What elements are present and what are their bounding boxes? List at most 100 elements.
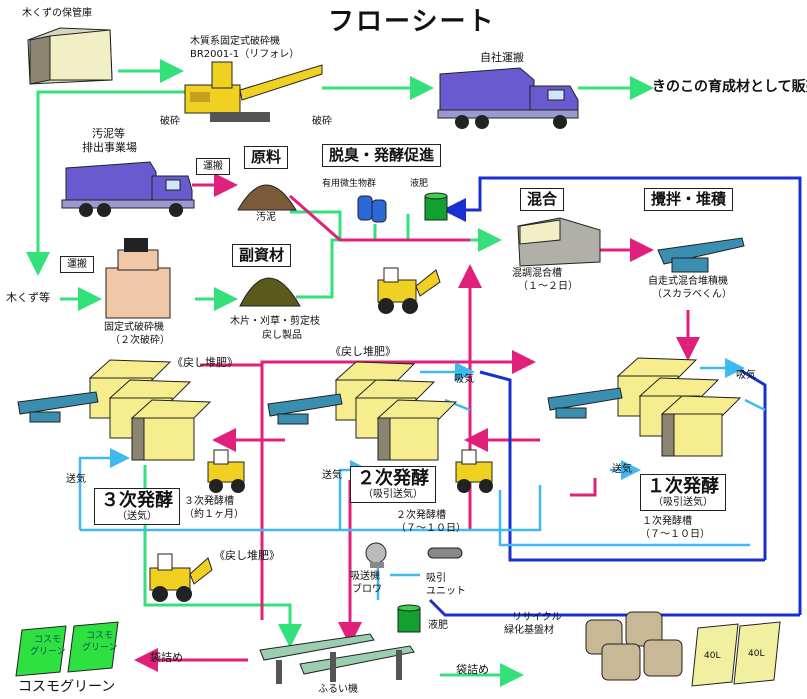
suction-label-2: ユニット bbox=[426, 586, 466, 597]
recycle-sacks bbox=[585, 611, 683, 681]
sludge-source-label-2: 排出事業場 bbox=[82, 141, 137, 154]
recycle-label-2: 緑化基盤材 bbox=[504, 625, 554, 636]
crusher-code-label: BR2001-1（リフォレ） bbox=[190, 49, 300, 60]
air-feed-label-2: 送気 bbox=[322, 470, 342, 481]
sludge-label: 汚泥 bbox=[256, 212, 276, 223]
ferm2-tank-label-1: ２次発酵槽 bbox=[396, 510, 446, 521]
wood-chips-label: 木くず等 bbox=[6, 291, 50, 304]
ferm3-sub-label: （送気） bbox=[117, 510, 157, 522]
mix-tank-label-2: （１～２日） bbox=[518, 281, 578, 292]
microbes-label: 有用微生物群 bbox=[322, 179, 377, 189]
return-compost-label-1: 《戻し堆肥》 bbox=[172, 356, 238, 369]
fermentation-tanks-2 bbox=[334, 361, 458, 461]
wheel-loader-center bbox=[377, 267, 441, 314]
sack-label-b: 40L bbox=[748, 649, 765, 659]
bag-text-d: グリーン bbox=[82, 643, 118, 653]
blower-label-1: 吸送機 bbox=[350, 571, 380, 582]
sludge-source-label-1: 汚泥等 bbox=[92, 127, 125, 140]
dump-truck-left bbox=[61, 161, 195, 217]
blower bbox=[365, 542, 387, 568]
self-mixer-label-2: （スカラベくん） bbox=[652, 289, 732, 300]
ferm2-label: ２次発酵 bbox=[357, 468, 429, 489]
liquid-fert-label-2: 液肥 bbox=[428, 620, 448, 631]
self-propelled-mixer bbox=[657, 237, 745, 273]
fixed-crusher-left bbox=[105, 238, 171, 319]
mushroom-sale-label: きのこの育成材として販売 bbox=[652, 79, 807, 95]
wood-storage-label: 木くずの保管庫 bbox=[22, 8, 92, 19]
sub-material-desc-label-2: 戻し製品 bbox=[262, 330, 302, 341]
sub-material-label: 副資材 bbox=[232, 244, 292, 267]
liquid-fertilizer-tank-2 bbox=[397, 604, 421, 633]
fixed-crusher-label-1: 固定式破砕機 bbox=[104, 322, 164, 333]
ferm2-tank-label-2: （７～１０日） bbox=[396, 523, 466, 534]
tank-conveyors bbox=[17, 387, 623, 425]
mixing-label: 混合 bbox=[520, 188, 565, 211]
page-title: フローシート bbox=[328, 7, 496, 37]
ferm1-label: １次発酵 bbox=[647, 476, 719, 497]
liquid-fertilizer-tank bbox=[424, 192, 448, 221]
mix-tank-label-1: 混調混合槽 bbox=[512, 268, 562, 279]
ferm1-tank-label-1: １次発酵槽 bbox=[642, 516, 692, 527]
cosmo-green-bags bbox=[15, 621, 119, 677]
intake-label-2: 吸気 bbox=[736, 370, 756, 381]
sub-material-desc-label-1: 木片・刈草・剪定枝 bbox=[230, 316, 320, 327]
suction-unit bbox=[427, 547, 463, 559]
green-flow-lines bbox=[26, 59, 654, 687]
ferm2-sub-label: （吸引送気） bbox=[363, 488, 423, 500]
crush-label-a: 破砕 bbox=[160, 116, 180, 127]
crusher-model-label: 木質系固定式破砕機 bbox=[190, 36, 280, 47]
fixed-crusher-label-2: （２次破砕） bbox=[110, 335, 170, 346]
ferm3-tank-label-1: ３次発酵槽 bbox=[184, 496, 234, 507]
ferm3-box: ３次発酵 （送気） bbox=[94, 488, 180, 525]
return-compost-label-3: 《戻し堆肥》 bbox=[214, 549, 280, 562]
bag-text-c: コスモ bbox=[86, 631, 114, 641]
fermentation-tanks-1 bbox=[616, 357, 742, 457]
crush-label-b: 破砕 bbox=[312, 116, 332, 127]
sludge-pile bbox=[237, 184, 297, 211]
bag-text-b: グリーン bbox=[30, 647, 66, 657]
fermentation-tanks-3 bbox=[88, 359, 212, 461]
sack-label-a: 40L bbox=[704, 651, 721, 661]
wheel-loader-tank3 bbox=[207, 449, 245, 493]
ferm1-box: １次発酵 （吸引送気） bbox=[640, 474, 726, 511]
ferm3-tank-label-2: （約１ヶ月） bbox=[184, 509, 244, 520]
light-blue-flow-lines bbox=[78, 358, 766, 600]
crusher-machine-top bbox=[184, 61, 323, 122]
sieve-machine bbox=[259, 633, 415, 684]
mixing-hopper bbox=[517, 217, 601, 267]
40l-bags bbox=[691, 621, 781, 687]
own-transport-label: 自社運搬 bbox=[480, 51, 524, 64]
ferm3-label: ３次発酵 bbox=[101, 490, 173, 511]
recycle-label-1: リサイクル bbox=[512, 612, 562, 623]
raw-material-label: 原料 bbox=[244, 146, 289, 169]
ferm1-sub-label: （吸引送気） bbox=[653, 496, 713, 508]
intake-label-1: 吸気 bbox=[454, 374, 474, 385]
sieve-label: ふるい機 bbox=[318, 684, 358, 695]
blower-label-2: ブロワ bbox=[352, 584, 382, 595]
ferm2-box: ２次発酵 （吸引送気） bbox=[350, 466, 436, 503]
liquid-fert-label: 液肥 bbox=[410, 179, 429, 189]
blue-flow-lines bbox=[428, 176, 802, 617]
air-feed-label-1: 送気 bbox=[66, 474, 86, 485]
bagging-label-1: 袋詰め bbox=[150, 651, 183, 664]
dump-truck-top bbox=[437, 67, 579, 129]
bagging-label-2: 袋詰め bbox=[456, 663, 489, 676]
microbe-tanks bbox=[357, 195, 387, 223]
stirring-label: 攪拌・堆積 bbox=[644, 188, 734, 211]
transport-label-1: 運搬 bbox=[196, 158, 230, 175]
suction-label-1: 吸引 bbox=[426, 573, 446, 584]
cosmo-green-label: コスモグリーン bbox=[18, 679, 116, 695]
storage-shed bbox=[27, 27, 113, 85]
deodor-label: 脱臭・発酵促進 bbox=[322, 144, 442, 167]
bag-text-a: コスモ bbox=[34, 635, 62, 645]
self-mixer-label-1: 自走式混合堆積機 bbox=[648, 276, 728, 287]
wheel-loader-tank2 bbox=[455, 449, 493, 493]
return-compost-label-2: 《戻し堆肥》 bbox=[330, 345, 396, 358]
ferm1-tank-label-2: （７～１０日） bbox=[640, 529, 710, 540]
wheel-loader-bottom bbox=[149, 553, 213, 602]
air-feed-label-3: 送気 bbox=[612, 464, 632, 475]
transport-label-2: 運搬 bbox=[60, 256, 94, 273]
sub-material-pile bbox=[239, 277, 301, 307]
